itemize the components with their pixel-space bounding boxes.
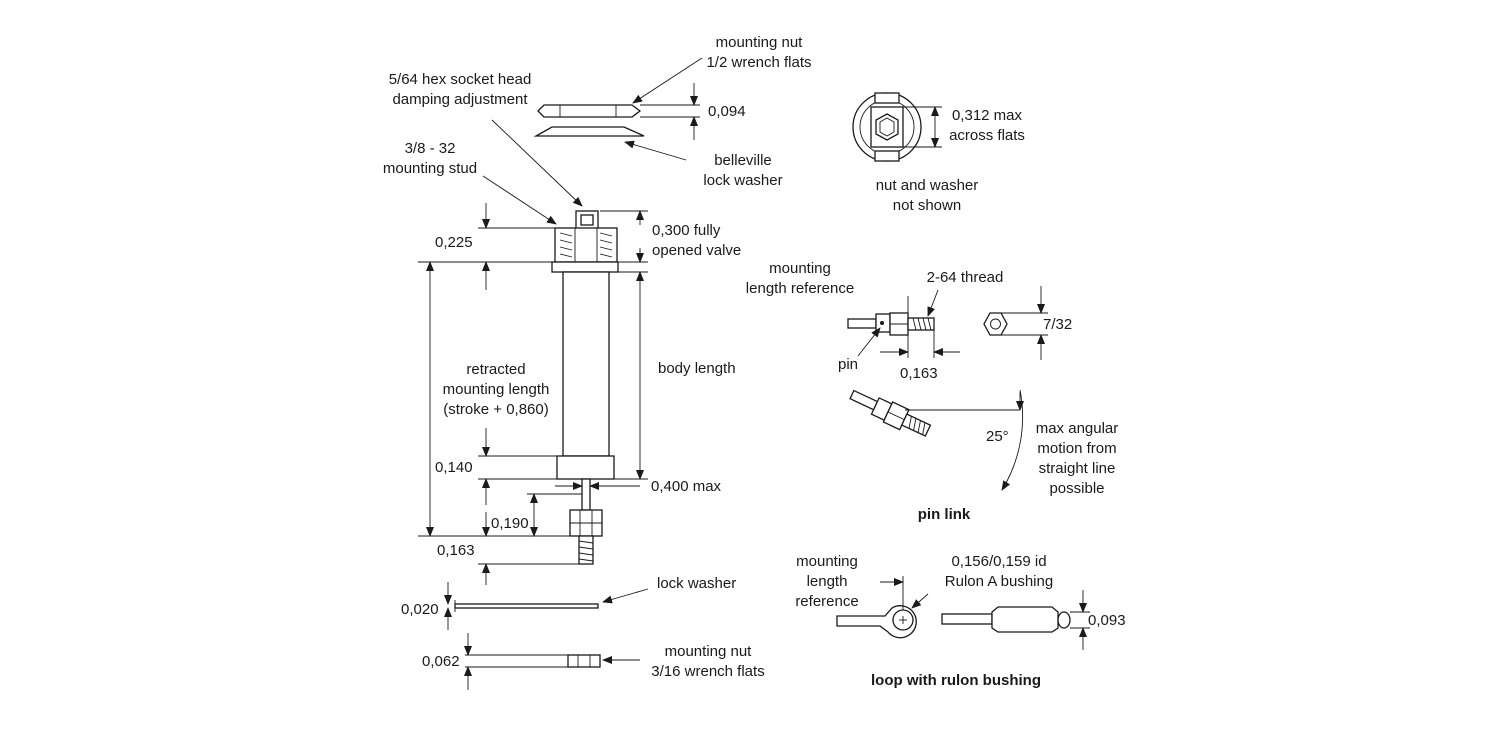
dimension-retracted xyxy=(418,261,570,537)
max-across-label-1: 0,312 max xyxy=(952,107,1023,124)
pin-label: pin xyxy=(838,356,858,373)
dim-0140-label: 0,140 xyxy=(435,459,473,476)
dim-0190-label: 0,190 xyxy=(491,515,529,532)
top-mounting-nut xyxy=(537,104,642,118)
dimension-0094 xyxy=(640,83,700,140)
thread-label: 2-64 thread xyxy=(927,269,1004,286)
retracted-label-3: (stroke + 0,860) xyxy=(443,401,548,418)
bottom-mounting-nut xyxy=(465,654,601,668)
retracted-label-2: mounting length xyxy=(443,381,550,398)
dim-0094-label: 0,094 xyxy=(708,103,746,120)
thread-leader xyxy=(927,289,939,317)
shock-absorber xyxy=(551,210,619,565)
lock-washer-leader xyxy=(602,588,649,604)
dimension-0140 xyxy=(478,428,557,505)
angle-indicator xyxy=(905,389,1024,491)
mounting-nut-bottom-label-2: 3/16 wrench flats xyxy=(651,663,764,680)
mounting-nut-top-label-1: mounting nut xyxy=(716,34,804,51)
retracted-label-1: retracted xyxy=(466,361,525,378)
pin-link-straight xyxy=(847,312,935,336)
belleville-label-1: belleville xyxy=(714,152,772,169)
mount-ref-label-1: mounting xyxy=(769,260,831,277)
belleville-leader xyxy=(624,140,687,161)
stud-label-2: mounting stud xyxy=(383,160,477,177)
stud-leader xyxy=(482,175,557,225)
max-angular-label-3: straight line xyxy=(1039,460,1116,477)
pin-link-title: pin link xyxy=(918,506,971,523)
valve-label-1: 0,300 fully xyxy=(652,222,721,239)
angle-label: 25° xyxy=(986,428,1009,445)
dimension-0225 xyxy=(418,203,555,290)
bushing-label-1: 0,156/0,159 id xyxy=(951,553,1046,570)
dim-0400-label: 0,400 max xyxy=(651,478,722,495)
max-angular-label-1: max angular xyxy=(1036,420,1119,437)
pin-link-angled xyxy=(849,389,932,437)
max-across-label-2: across flats xyxy=(949,127,1025,144)
dim-0062-label: 0,062 xyxy=(422,653,460,670)
body-length-label: body length xyxy=(658,360,736,377)
bushing-label-2: Rulon A bushing xyxy=(945,573,1053,590)
mounting-nut-top-leader xyxy=(632,57,703,104)
loop-ref-label-1: mounting xyxy=(796,553,858,570)
max-angular-label-4: possible xyxy=(1049,480,1104,497)
loop-ref-label-2: length xyxy=(807,573,848,590)
hex-socket-label-2: damping adjustment xyxy=(392,91,528,108)
dim-0225-label: 0,225 xyxy=(435,234,473,251)
dimension-0300 xyxy=(600,210,648,263)
hex-socket-leader xyxy=(491,119,583,207)
dimension-0163-pin xyxy=(880,296,960,358)
dimension-0190 xyxy=(527,493,582,537)
loop-ref-label-3: reference xyxy=(795,593,858,610)
pin-hex-view xyxy=(983,286,1048,360)
lock-washer xyxy=(454,600,599,612)
lock-washer-label: lock washer xyxy=(657,575,736,592)
dimension-0312 xyxy=(903,106,942,148)
dim-0020-label: 0,020 xyxy=(401,601,439,618)
loop-top-view xyxy=(941,590,1090,650)
nut-washer-label-2: not shown xyxy=(893,197,961,214)
stud-label-1: 3/8 - 32 xyxy=(405,140,456,157)
max-angular-label-2: motion from xyxy=(1037,440,1116,457)
mounting-nut-bottom-label-1: mounting nut xyxy=(665,643,753,660)
dim-732-label: 7/32 xyxy=(1043,316,1072,333)
dimension-body-length xyxy=(614,271,648,480)
belleville-label-2: lock washer xyxy=(703,172,782,189)
dim-0163-pin-label: 0,163 xyxy=(900,365,938,382)
loop-title: loop with rulon bushing xyxy=(871,672,1041,689)
pin-leader xyxy=(857,327,881,357)
valve-label-2: opened valve xyxy=(652,242,741,259)
hex-socket-label-1: 5/64 hex socket head xyxy=(389,71,532,88)
belleville-washer xyxy=(533,126,645,137)
dimension-0163-left xyxy=(478,512,579,585)
top-view xyxy=(852,92,922,162)
dim-0093-label: 0,093 xyxy=(1088,612,1126,629)
mounting-nut-top-label-2: 1/2 wrench flats xyxy=(706,54,811,71)
mount-ref-label-2: length reference xyxy=(746,280,854,297)
loop-side-view xyxy=(836,576,929,639)
nut-washer-label-1: nut and washer xyxy=(876,177,979,194)
dim-0163-left-label: 0,163 xyxy=(437,542,475,559)
